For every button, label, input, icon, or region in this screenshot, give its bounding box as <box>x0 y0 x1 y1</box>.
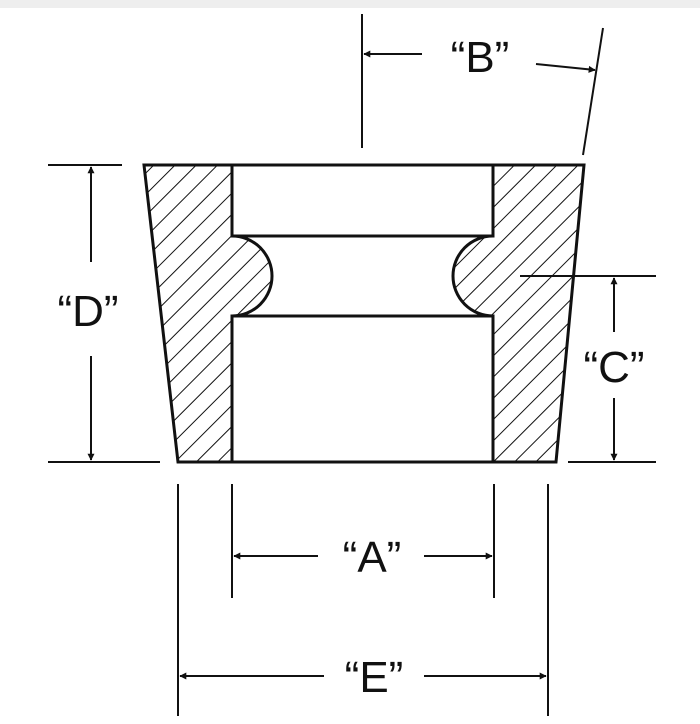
dimension-c: “C” <box>520 275 656 463</box>
top-band <box>0 0 700 8</box>
dimension-d-label: “D” <box>57 287 118 336</box>
dimension-b-ext-right <box>582 27 604 156</box>
dimension-d: “D” <box>48 164 160 463</box>
dimension-b-arrow-right <box>535 63 596 73</box>
dimension-b-label: “B” <box>451 33 510 82</box>
right-wall-section <box>451 163 586 464</box>
dimension-a: “A” <box>231 484 495 598</box>
dimension-e-label: “E” <box>345 653 404 702</box>
dimension-b: “B” <box>361 14 604 156</box>
dimension-a-label: “A” <box>343 533 402 582</box>
dimension-c-label: “C” <box>583 343 644 392</box>
dimension-e: “E” <box>177 484 549 716</box>
left-wall-section <box>142 163 274 464</box>
